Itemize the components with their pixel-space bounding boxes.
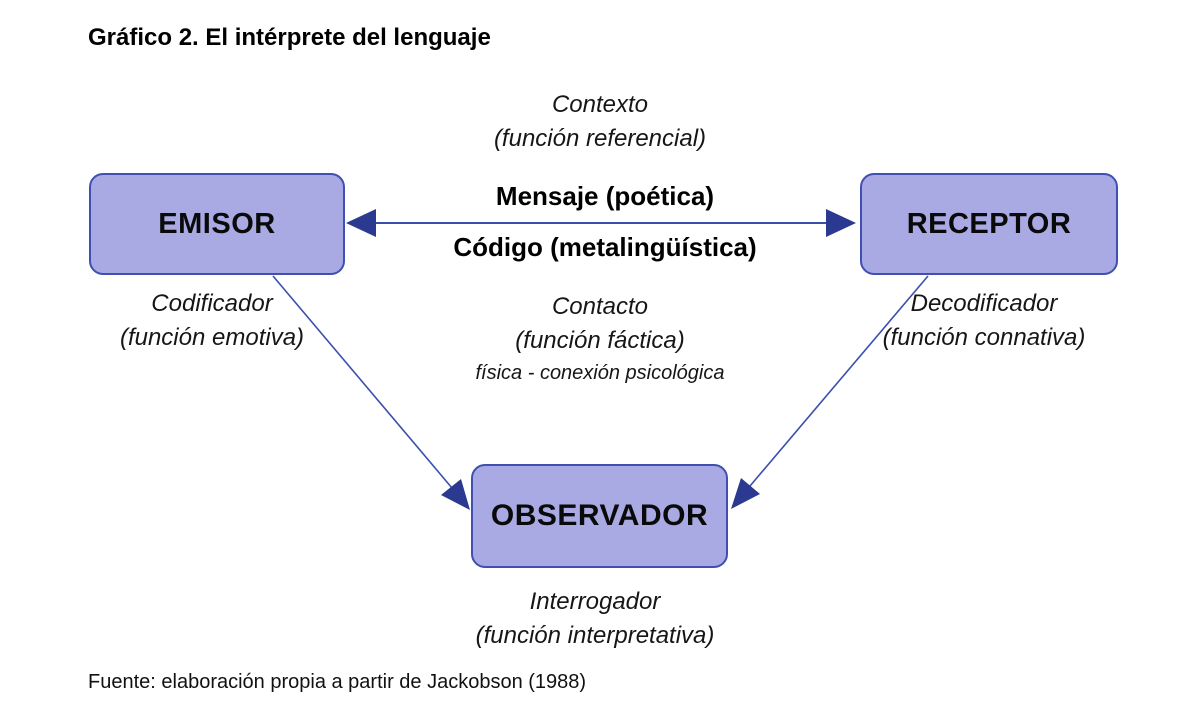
observador-node: OBSERVADOR [471,464,728,568]
contacto-label: Contacto (función fáctica) física - cone… [420,290,780,388]
decodificador-label: Decodificador (función connativa) [834,287,1134,355]
interrogador-line2: (función interpretativa) [475,622,715,649]
figure-title: Gráfico 2. El intérprete del lenguaje [88,24,491,51]
arrowhead-left-icon [346,209,376,237]
codificador-label: Codificador (función emotiva) [62,287,362,355]
codificador-line1: Codificador [151,290,273,317]
receptor-node: RECEPTOR [860,173,1118,275]
interrogador-label: Interrogador (función interpretativa) [415,585,775,653]
mensaje-label: Mensaje (poética) [495,181,715,211]
observador-node-label: OBSERVADOR [490,499,709,532]
decodificador-line1: Decodificador [910,290,1058,317]
emisor-node-label: EMISOR [158,207,276,240]
arrowhead-right-icon [826,209,856,237]
contexto-line2: (función referencial) [493,125,707,152]
contacto-line3: física - conexión psicológica [475,362,725,384]
arrowhead-observador-right-icon [731,478,760,509]
emisor-node: EMISOR [89,173,345,275]
contacto-line2: (función fáctica) [515,327,685,354]
source-note: Fuente: elaboración propia a partir de J… [88,671,587,693]
contacto-line1: Contacto [551,293,649,320]
decodificador-line2: (función connativa) [882,324,1086,351]
codigo-label: Código (metalingüística) [453,232,757,262]
interrogador-line1: Interrogador [529,588,661,615]
contexto-line1: Contexto [551,91,649,118]
arrowhead-observador-left-icon [441,479,470,510]
codificador-line2: (función emotiva) [119,324,305,351]
receptor-node-label: RECEPTOR [906,207,1072,240]
contexto-label: Contexto (función referencial) [400,88,800,156]
